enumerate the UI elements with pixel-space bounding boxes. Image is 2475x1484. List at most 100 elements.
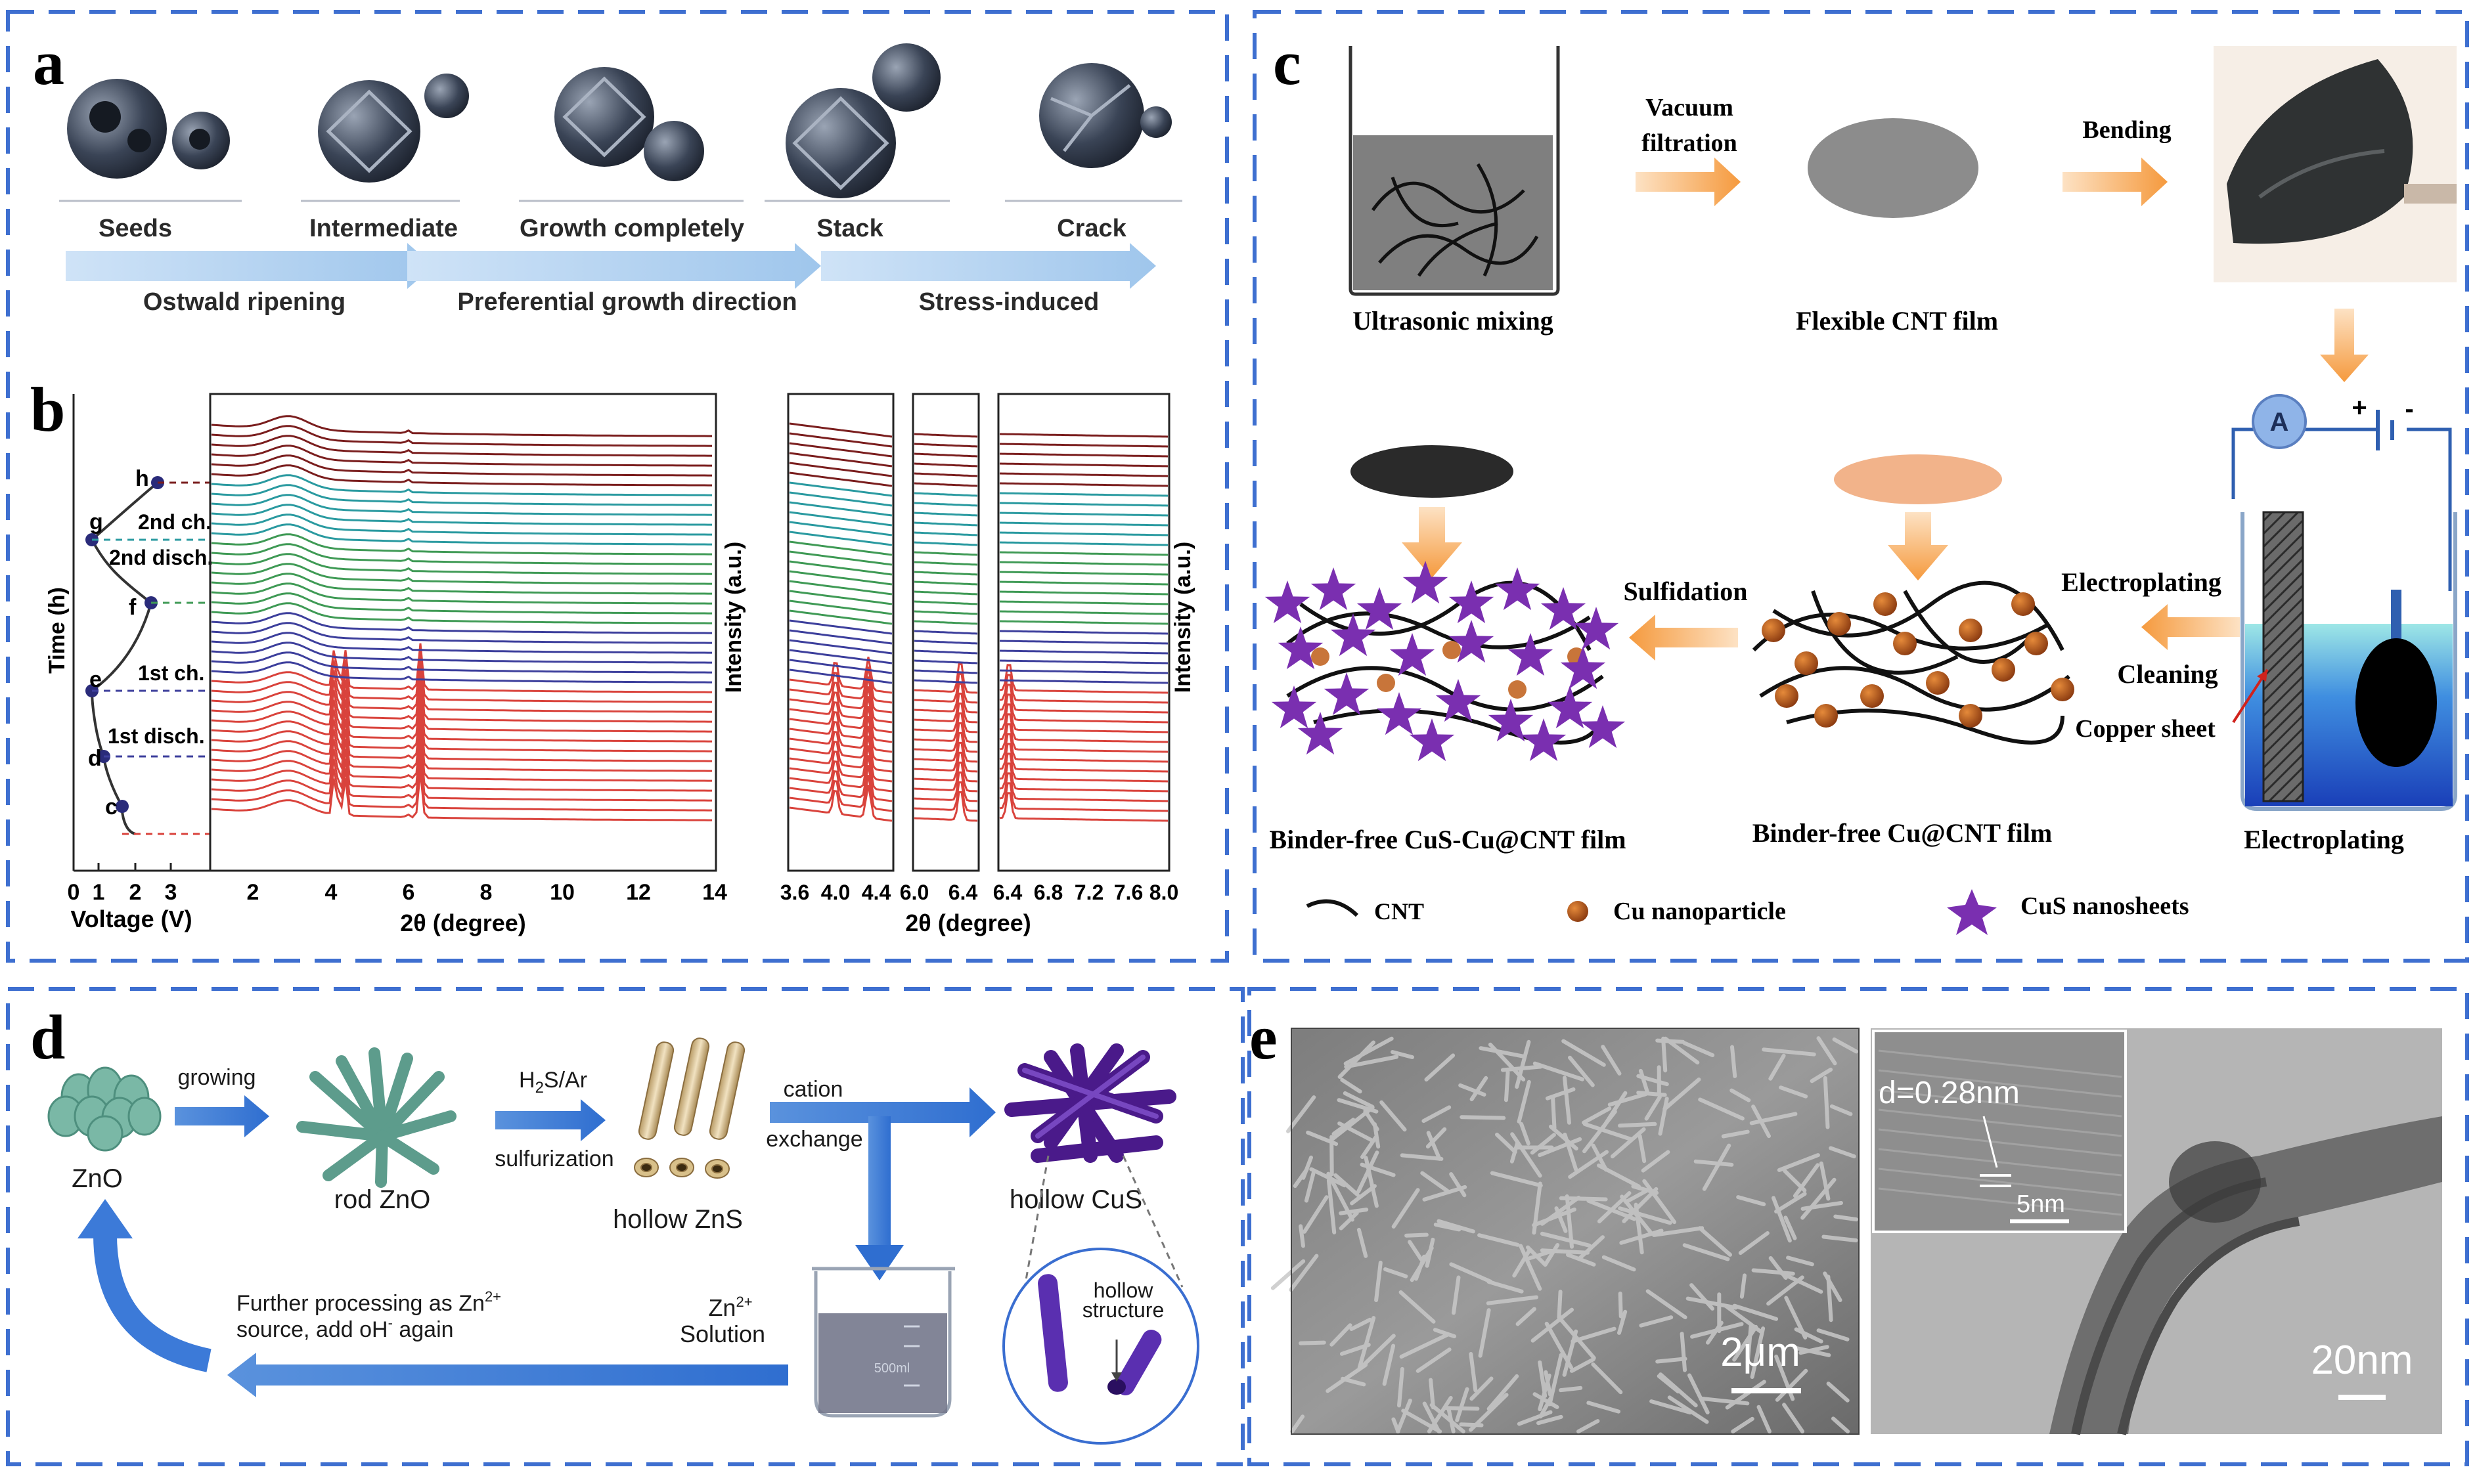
sem-rod	[1826, 1275, 1833, 1322]
sem-rod	[1459, 1422, 1484, 1428]
rod-zno	[296, 1047, 457, 1188]
xrd-zoom-curve	[789, 668, 893, 684]
xrd-curve	[211, 672, 712, 723]
cus-nanosheet-star	[1448, 620, 1494, 663]
sem-rod	[1639, 1315, 1674, 1328]
arrow-bending-label: Bending	[2082, 116, 2171, 144]
particle-intermediate	[318, 74, 469, 183]
xrd-curve	[211, 653, 712, 703]
sem-rod	[1831, 1416, 1850, 1433]
xrd-curve	[211, 553, 712, 575]
hollow-cus	[1004, 1043, 1176, 1163]
xrd-curve	[211, 523, 712, 546]
xrd-zoom-curve	[789, 735, 893, 773]
xrd-curve	[211, 751, 712, 802]
sem-rod	[1644, 1095, 1662, 1121]
sem-rod	[1433, 1222, 1461, 1232]
sem-rod	[1350, 1184, 1377, 1206]
legend-cus: CuS nanosheets	[2020, 892, 2189, 920]
sem-rod	[1649, 1399, 1693, 1415]
sem-rod	[1401, 1408, 1442, 1433]
xrd-zoom-curve	[914, 722, 978, 753]
sem-rod	[1745, 1323, 1753, 1364]
xrd-zoom-curve	[789, 600, 893, 615]
stage-label-intermediate: Intermediate	[309, 215, 458, 242]
xrd-curve	[211, 415, 712, 437]
xrd-zoom-curve	[789, 550, 893, 566]
sem-rod	[1400, 1153, 1444, 1161]
sem-rod	[1793, 1163, 1820, 1198]
sem-rod	[1667, 1395, 1709, 1424]
xrd-curve	[211, 722, 712, 772]
sem-rod	[1634, 1202, 1644, 1255]
xrd-main-xlabel: 2θ (degree)	[400, 909, 526, 936]
sem-rod	[1729, 1088, 1751, 1102]
xrd-zoom-curve	[914, 512, 978, 517]
panel-c: c Ultrasonic mixing Vacuum filtration Fl…	[1264, 28, 2457, 935]
sem-rod	[1544, 1370, 1552, 1397]
film-cus-label: Binder-free CuS-Cu@CNT film	[1269, 825, 1626, 854]
sem-rod	[1536, 1414, 1563, 1426]
particle-crack	[1039, 63, 1172, 168]
sem-rod	[1794, 1327, 1823, 1343]
further-line-1: Further processing as Zn2+	[236, 1288, 501, 1316]
xrd-curve	[211, 692, 712, 743]
sem-rod	[1655, 1357, 1687, 1364]
d-spacing-label: d=0.28nm	[1879, 1076, 2020, 1110]
sem-rod	[1486, 1280, 1524, 1294]
xrd-zoom-curve	[789, 659, 893, 674]
sem-rod	[1458, 1083, 1486, 1097]
xrd-zoom-curve	[914, 502, 978, 507]
time-axis-label: Time (h)	[45, 587, 70, 674]
zoom-tick-6.4a: 6.4	[948, 881, 978, 904]
sem-rod	[1538, 1137, 1582, 1158]
xrd-tick-12: 12	[626, 880, 651, 905]
cus-cu-cnt-film	[1264, 445, 1626, 762]
tem-image: d=0.28nm 5nm 20nm	[1871, 1028, 2442, 1435]
growing-label: growing	[177, 1065, 256, 1090]
xrd-zoom-curve	[789, 452, 893, 468]
xrd-zoom-curve	[999, 462, 1169, 468]
arrow-return-horizontal	[227, 1353, 788, 1397]
sem-rod	[1469, 1352, 1478, 1393]
stage-label-seeds: Seeds	[99, 215, 172, 242]
xrd-zoom-curve	[999, 531, 1169, 536]
xrd-zoom-curve	[914, 682, 978, 714]
panel-e-letter: e	[1249, 1002, 1278, 1072]
xrd-zoom-curve	[999, 674, 1169, 704]
xrd-curve	[211, 592, 712, 615]
sem-rod	[1517, 1080, 1531, 1124]
hollow-zns-label: hollow ZnS	[613, 1205, 743, 1234]
sem-rod	[1293, 1167, 1309, 1189]
xrd-zoom-curve	[914, 531, 978, 536]
sem-rod	[1562, 1329, 1578, 1377]
sem-rod	[1636, 1091, 1667, 1097]
xrd-zoom-curve	[789, 785, 893, 822]
xrd-zoom-curve	[999, 782, 1169, 812]
xrd-zoom-curve	[914, 452, 978, 458]
xrd-curve	[211, 445, 712, 467]
sem-rod	[1396, 1398, 1412, 1433]
sem-rod	[1624, 1189, 1648, 1204]
tem-scale-label: 20nm	[2311, 1338, 2413, 1383]
xrd-zoom-curve	[999, 512, 1169, 517]
xrd-zoom-curve	[999, 679, 1169, 684]
cus-nanosheet-star	[1278, 626, 1324, 670]
copper-sheet-label: Copper sheet	[2075, 715, 2216, 743]
cus-nanosheet-star	[1494, 567, 1540, 611]
xrd-zoom-curve	[999, 733, 1169, 763]
xrd-zoom-curve	[914, 462, 978, 468]
xrd-zoom-curve	[914, 561, 978, 566]
xrd-zoom-curve	[999, 600, 1169, 605]
sem-rod	[1730, 1045, 1737, 1078]
panel-c-frame	[1253, 10, 2469, 963]
panel-a: a	[33, 28, 1182, 316]
sem-rod	[1768, 1053, 1786, 1081]
sem-rod	[1687, 1373, 1710, 1414]
xrd-zoom-curve	[789, 471, 893, 487]
sem-rod	[1577, 1235, 1605, 1261]
xrd-zoom-curve	[789, 540, 893, 556]
sem-rod	[1477, 1233, 1520, 1247]
sem-rod	[1622, 1187, 1659, 1223]
sem-rod	[1519, 1244, 1542, 1291]
